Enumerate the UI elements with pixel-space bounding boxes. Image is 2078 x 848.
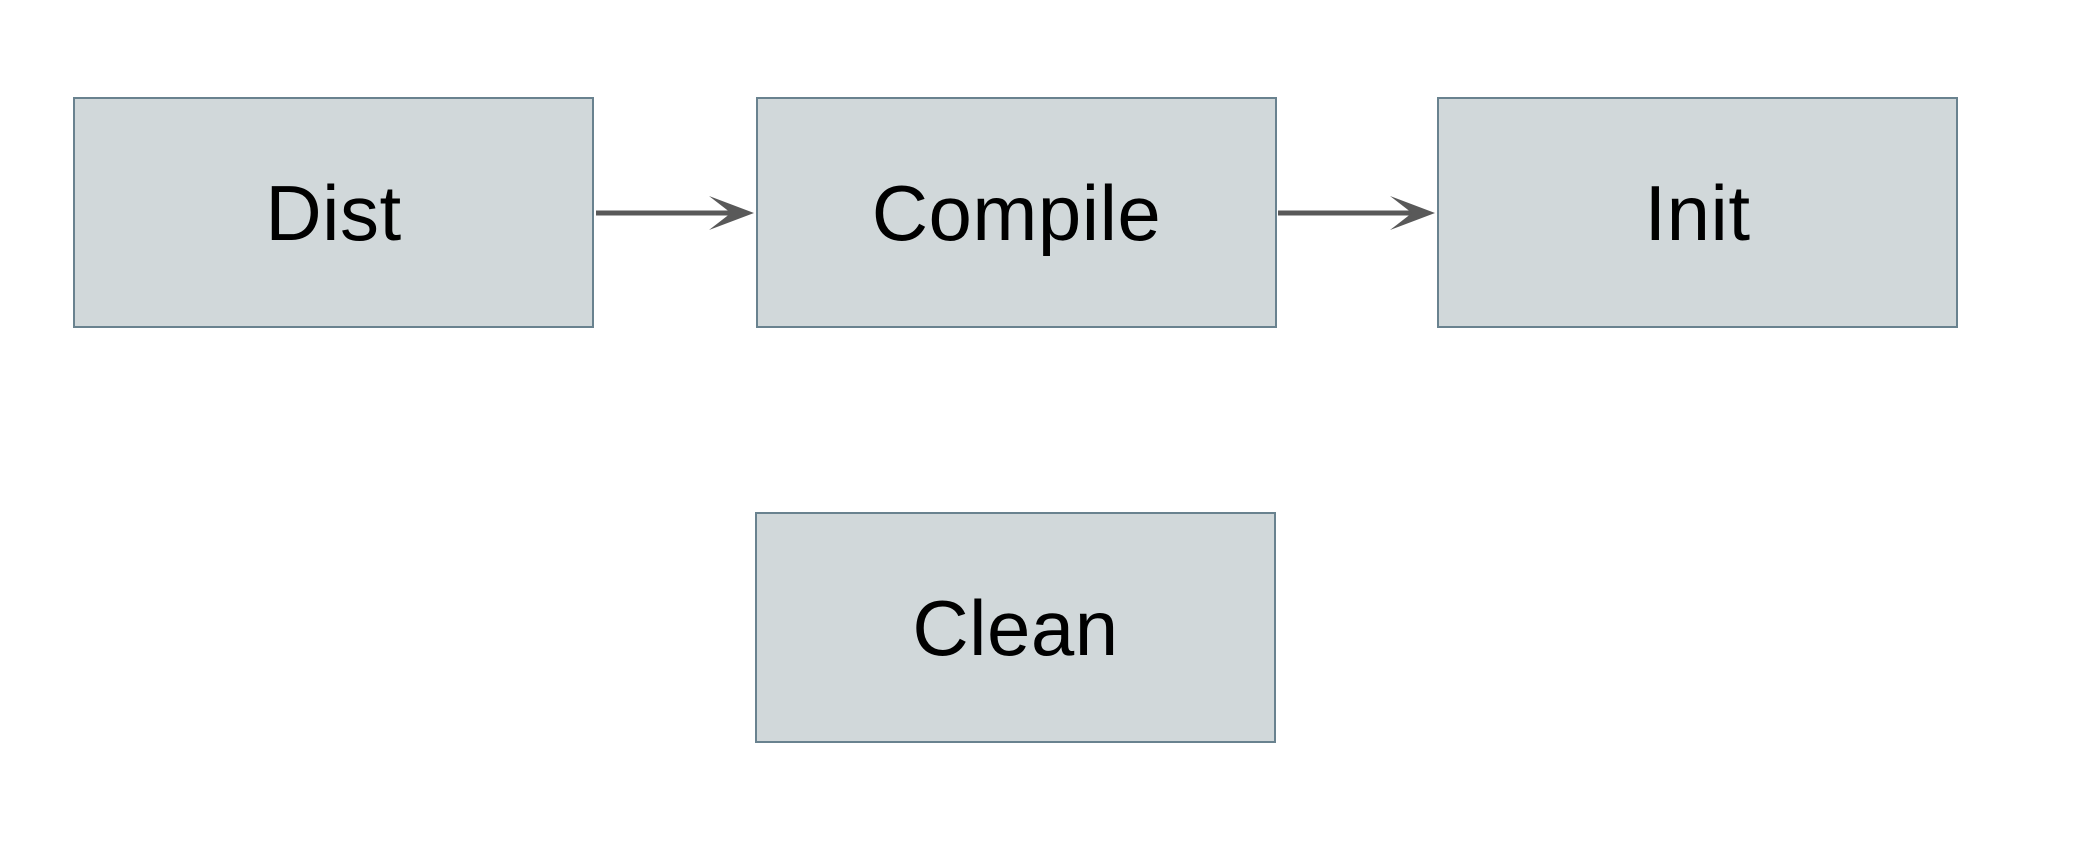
arrow-dist-to-compile [596, 196, 754, 230]
node-init-label: Init [1644, 168, 1751, 257]
node-dist-label: Dist [265, 168, 402, 257]
node-dist: Dist [73, 97, 594, 328]
node-clean-label: Clean [912, 583, 1119, 672]
arrow-head-icon [1390, 196, 1435, 230]
arrow-compile-to-init [1278, 196, 1435, 230]
node-clean: Clean [755, 512, 1276, 743]
node-compile-label: Compile [871, 168, 1162, 257]
node-compile: Compile [756, 97, 1277, 328]
arrow-head-icon [709, 196, 754, 230]
node-init: Init [1437, 97, 1958, 328]
